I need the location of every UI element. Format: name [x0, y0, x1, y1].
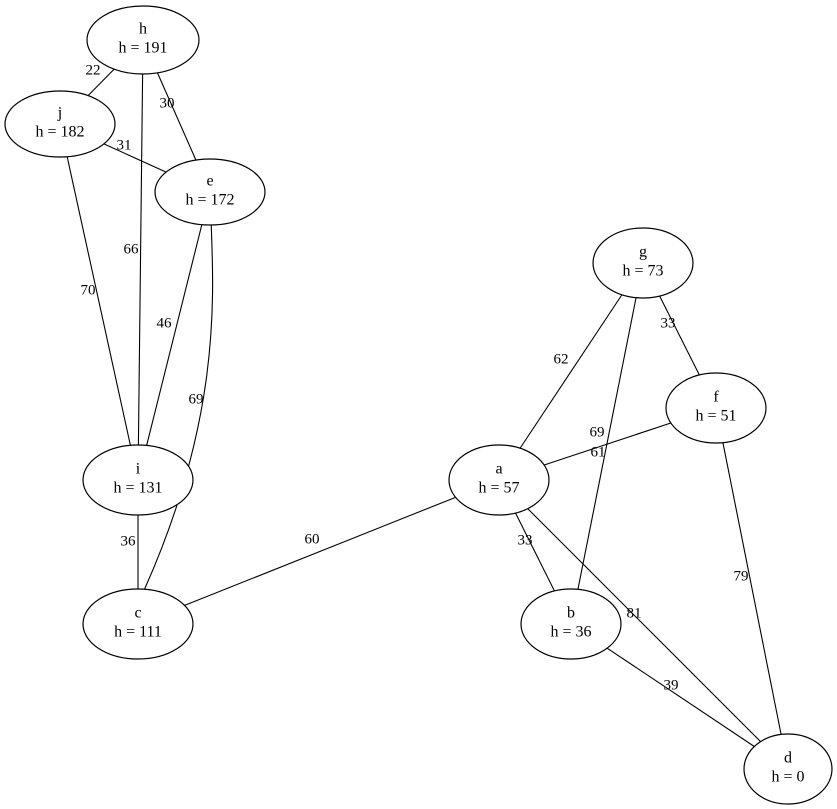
edge-weight-label: 39	[664, 677, 679, 693]
node-heuristic-label: h = 191	[118, 40, 167, 57]
node-heuristic-label: h = 0	[771, 769, 804, 786]
edge-j-e: 31	[103, 137, 167, 173]
edge-weight-label: 30	[160, 95, 175, 111]
edge-b-d: 39	[606, 647, 755, 747]
node-name-label: i	[136, 461, 141, 478]
edge-weight-label: 33	[661, 315, 676, 331]
edge-line	[156, 72, 197, 161]
node-name-label: j	[57, 105, 62, 122]
edge-line	[519, 294, 623, 449]
node-ellipse	[154, 158, 266, 226]
node-heuristic-label: h = 111	[114, 624, 162, 641]
node-ellipse	[665, 372, 767, 444]
node-ellipse	[743, 733, 833, 805]
nodes-layer: h h = 191 j h = 182 e h = 172 i h = 131 c h = 111…	[4, 5, 833, 805]
edge-weight-label: 22	[86, 62, 101, 78]
edge-line	[146, 224, 203, 446]
node-i: i h = 131	[82, 444, 194, 516]
node-g: g h = 73	[592, 227, 694, 299]
edge-i-c: 36	[121, 515, 139, 589]
edge-c-a: 60	[184, 496, 456, 606]
edge-weight-label: 62	[554, 351, 569, 367]
edge-j-i: 70	[66, 156, 131, 446]
edge-line	[184, 496, 456, 606]
node-name-label: a	[495, 461, 502, 478]
node-name-label: g	[639, 244, 647, 261]
node-name-label: e	[206, 173, 213, 190]
node-j: j h = 182	[4, 90, 116, 158]
node-ellipse	[4, 90, 116, 158]
edge-g-f: 33	[659, 295, 700, 376]
edge-line	[659, 295, 700, 376]
edge-g-a: 62	[519, 294, 623, 449]
edge-weight-label: 60	[305, 531, 320, 547]
node-ellipse	[448, 444, 550, 516]
edge-line	[577, 297, 637, 590]
edge-weight-label: 46	[157, 315, 173, 331]
node-name-label: b	[567, 605, 575, 622]
edge-line	[144, 224, 214, 590]
edge-line	[544, 422, 671, 466]
edge-weight-label: 36	[121, 533, 137, 549]
node-name-label: c	[134, 605, 141, 622]
edge-g-b: 61	[577, 297, 637, 590]
edge-weight-label: 70	[81, 282, 96, 298]
edge-line	[606, 647, 755, 747]
node-name-label: f	[713, 389, 719, 406]
edge-weight-label: 79	[734, 568, 749, 584]
node-heuristic-label: h = 73	[622, 263, 663, 280]
node-d: d h = 0	[743, 733, 833, 805]
node-heuristic-label: h = 36	[550, 624, 591, 641]
edge-a-f: 69	[544, 422, 671, 466]
edge-weight-label: 66	[124, 241, 140, 257]
node-name-label: d	[784, 750, 792, 767]
edge-line	[527, 508, 761, 742]
edge-weight-label: 33	[518, 532, 533, 548]
node-h: h h = 191	[86, 5, 200, 75]
edge-line	[137, 73, 144, 446]
node-c: c h = 111	[82, 588, 194, 660]
edge-h-i: 66	[124, 73, 144, 446]
edge-e-i: 46	[146, 224, 203, 446]
edge-line	[515, 512, 555, 592]
edge-line	[66, 156, 131, 446]
node-ellipse	[86, 5, 200, 75]
node-heuristic-label: h = 172	[185, 192, 234, 209]
edge-line	[87, 68, 115, 97]
node-ellipse	[520, 588, 622, 660]
edge-f-d: 79	[722, 442, 782, 735]
node-e: e h = 172	[154, 158, 266, 226]
edge-weight-label: 31	[117, 137, 132, 153]
edge-h-j: 22	[86, 62, 115, 97]
node-heuristic-label: h = 51	[695, 408, 736, 425]
node-ellipse	[82, 444, 194, 516]
node-ellipse	[592, 227, 694, 299]
node-a: a h = 57	[448, 444, 550, 516]
node-heuristic-label: h = 131	[113, 480, 162, 497]
edge-a-b: 33	[515, 512, 555, 592]
edge-weight-label: 69	[590, 424, 605, 440]
edge-line	[103, 143, 167, 173]
node-heuristic-label: h = 182	[35, 124, 84, 141]
node-name-label: h	[139, 21, 147, 38]
node-b: b h = 36	[520, 588, 622, 660]
edge-a-d: 81	[527, 508, 761, 742]
edge-weight-label: 69	[189, 391, 204, 407]
node-heuristic-label: h = 57	[478, 480, 519, 497]
node-f: f h = 51	[665, 372, 767, 444]
edge-h-e: 30	[156, 72, 197, 161]
node-ellipse	[82, 588, 194, 660]
edge-weight-label: 81	[627, 605, 642, 621]
edge-e-c: 69	[144, 224, 214, 590]
edge-line	[722, 442, 782, 735]
